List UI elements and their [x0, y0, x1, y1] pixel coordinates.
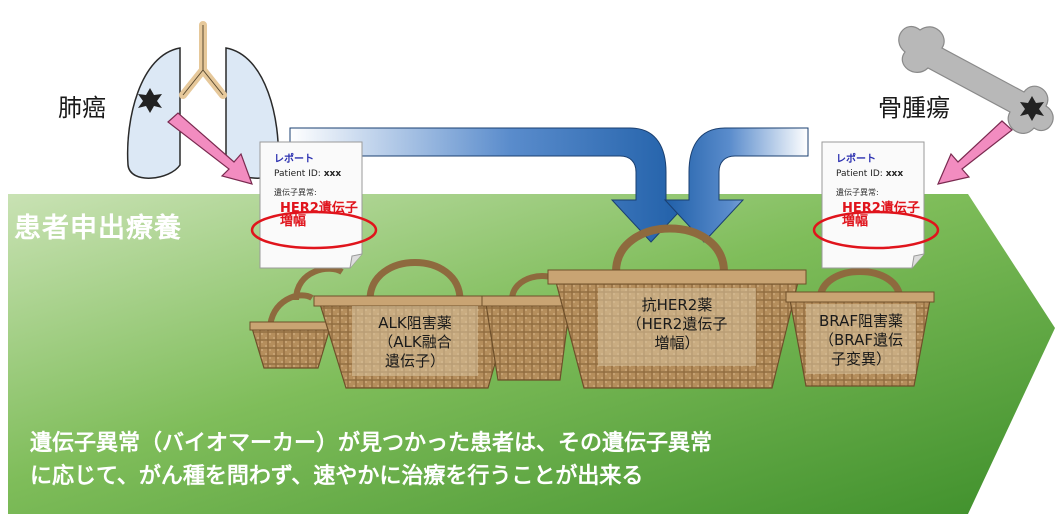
- basket-small-mid: [481, 273, 575, 381]
- tumor-icon: [1020, 96, 1044, 121]
- tumor-icon: [138, 88, 162, 113]
- result-highlight-right: [812, 210, 940, 250]
- patient-id: Patient ID: xxx: [274, 169, 341, 179]
- basket-label-braf: BRAF阻害薬 （BRAF遺伝 子変異）: [806, 312, 916, 369]
- pink-arrow-left: [167, 112, 253, 185]
- basket-label-line: 増幅）: [654, 334, 700, 352]
- basket-label-line: （HER2遺伝子: [626, 315, 728, 333]
- basket-label-line: （BRAF遺伝: [819, 331, 903, 349]
- patient-id-value: xxx: [885, 169, 904, 179]
- basket-braf: [785, 268, 935, 387]
- basket-label-line: 抗HER2薬: [641, 296, 713, 314]
- lung-cancer-label: 肺癌: [58, 94, 106, 122]
- basket-label-alk: ALK阻害薬 （ALK融合 遺伝子）: [352, 314, 478, 371]
- report-result: HER2遺伝子 増幅: [280, 202, 362, 228]
- caption: 遺伝子異常（バイオマーカー）が見つかった患者は、その遺伝子異常 に応じて、がん種…: [30, 427, 980, 493]
- abnormality-label: 遺伝子異常:: [836, 188, 879, 197]
- basket-alk: [293, 259, 519, 389]
- patient-id-label: Patient ID:: [274, 169, 321, 179]
- basket-label-line: 子変異）: [830, 350, 891, 368]
- report-title: レポート: [836, 154, 876, 165]
- report-paper-right: [821, 141, 925, 269]
- basket-label-line: ALK阻害薬: [378, 314, 452, 332]
- result-line2: 増幅: [280, 214, 307, 229]
- caption-line2: に応じて、がん種を問わず、速やかに治療を行うことが出来る: [30, 464, 644, 489]
- report-left: レポート Patient ID: xxx 遺伝子異常: HER2遺伝子 増幅: [262, 144, 362, 264]
- abnormality-label: 遺伝子異常:: [274, 188, 317, 197]
- lung-icon: [126, 21, 280, 179]
- result-line1: HER2遺伝子: [280, 201, 358, 216]
- program-title: 患者申出療養: [14, 213, 182, 244]
- bone-tumor-label: 骨腫瘍: [878, 94, 950, 122]
- basket-label-line: 遺伝子）: [384, 352, 445, 370]
- patient-id: Patient ID: xxx: [836, 169, 903, 179]
- basket-small-left: [249, 292, 333, 369]
- result-line1: HER2遺伝子: [842, 201, 920, 216]
- basket-label-her2: 抗HER2薬 （HER2遺伝子 増幅）: [598, 296, 756, 353]
- result-line2: 増幅: [842, 214, 869, 229]
- result-highlight-left: [250, 210, 378, 250]
- caption-line1: 遺伝子異常（バイオマーカー）が見つかった患者は、その遺伝子異常: [30, 431, 713, 456]
- pink-arrow-right: [936, 120, 1013, 185]
- patient-id-value: xxx: [323, 169, 342, 179]
- report-paper-left: [259, 141, 363, 269]
- report-right: レポート Patient ID: xxx 遺伝子異常: HER2遺伝子 増幅: [824, 144, 924, 264]
- patient-id-label: Patient ID:: [836, 169, 883, 179]
- report-result: HER2遺伝子 増幅: [842, 202, 924, 228]
- bone-icon: [898, 25, 1054, 134]
- basket-label-line: BRAF阻害薬: [819, 312, 903, 330]
- basket-label-line: （ALK融合: [378, 333, 452, 351]
- basket-her2: [547, 224, 807, 389]
- report-title: レポート: [274, 154, 314, 165]
